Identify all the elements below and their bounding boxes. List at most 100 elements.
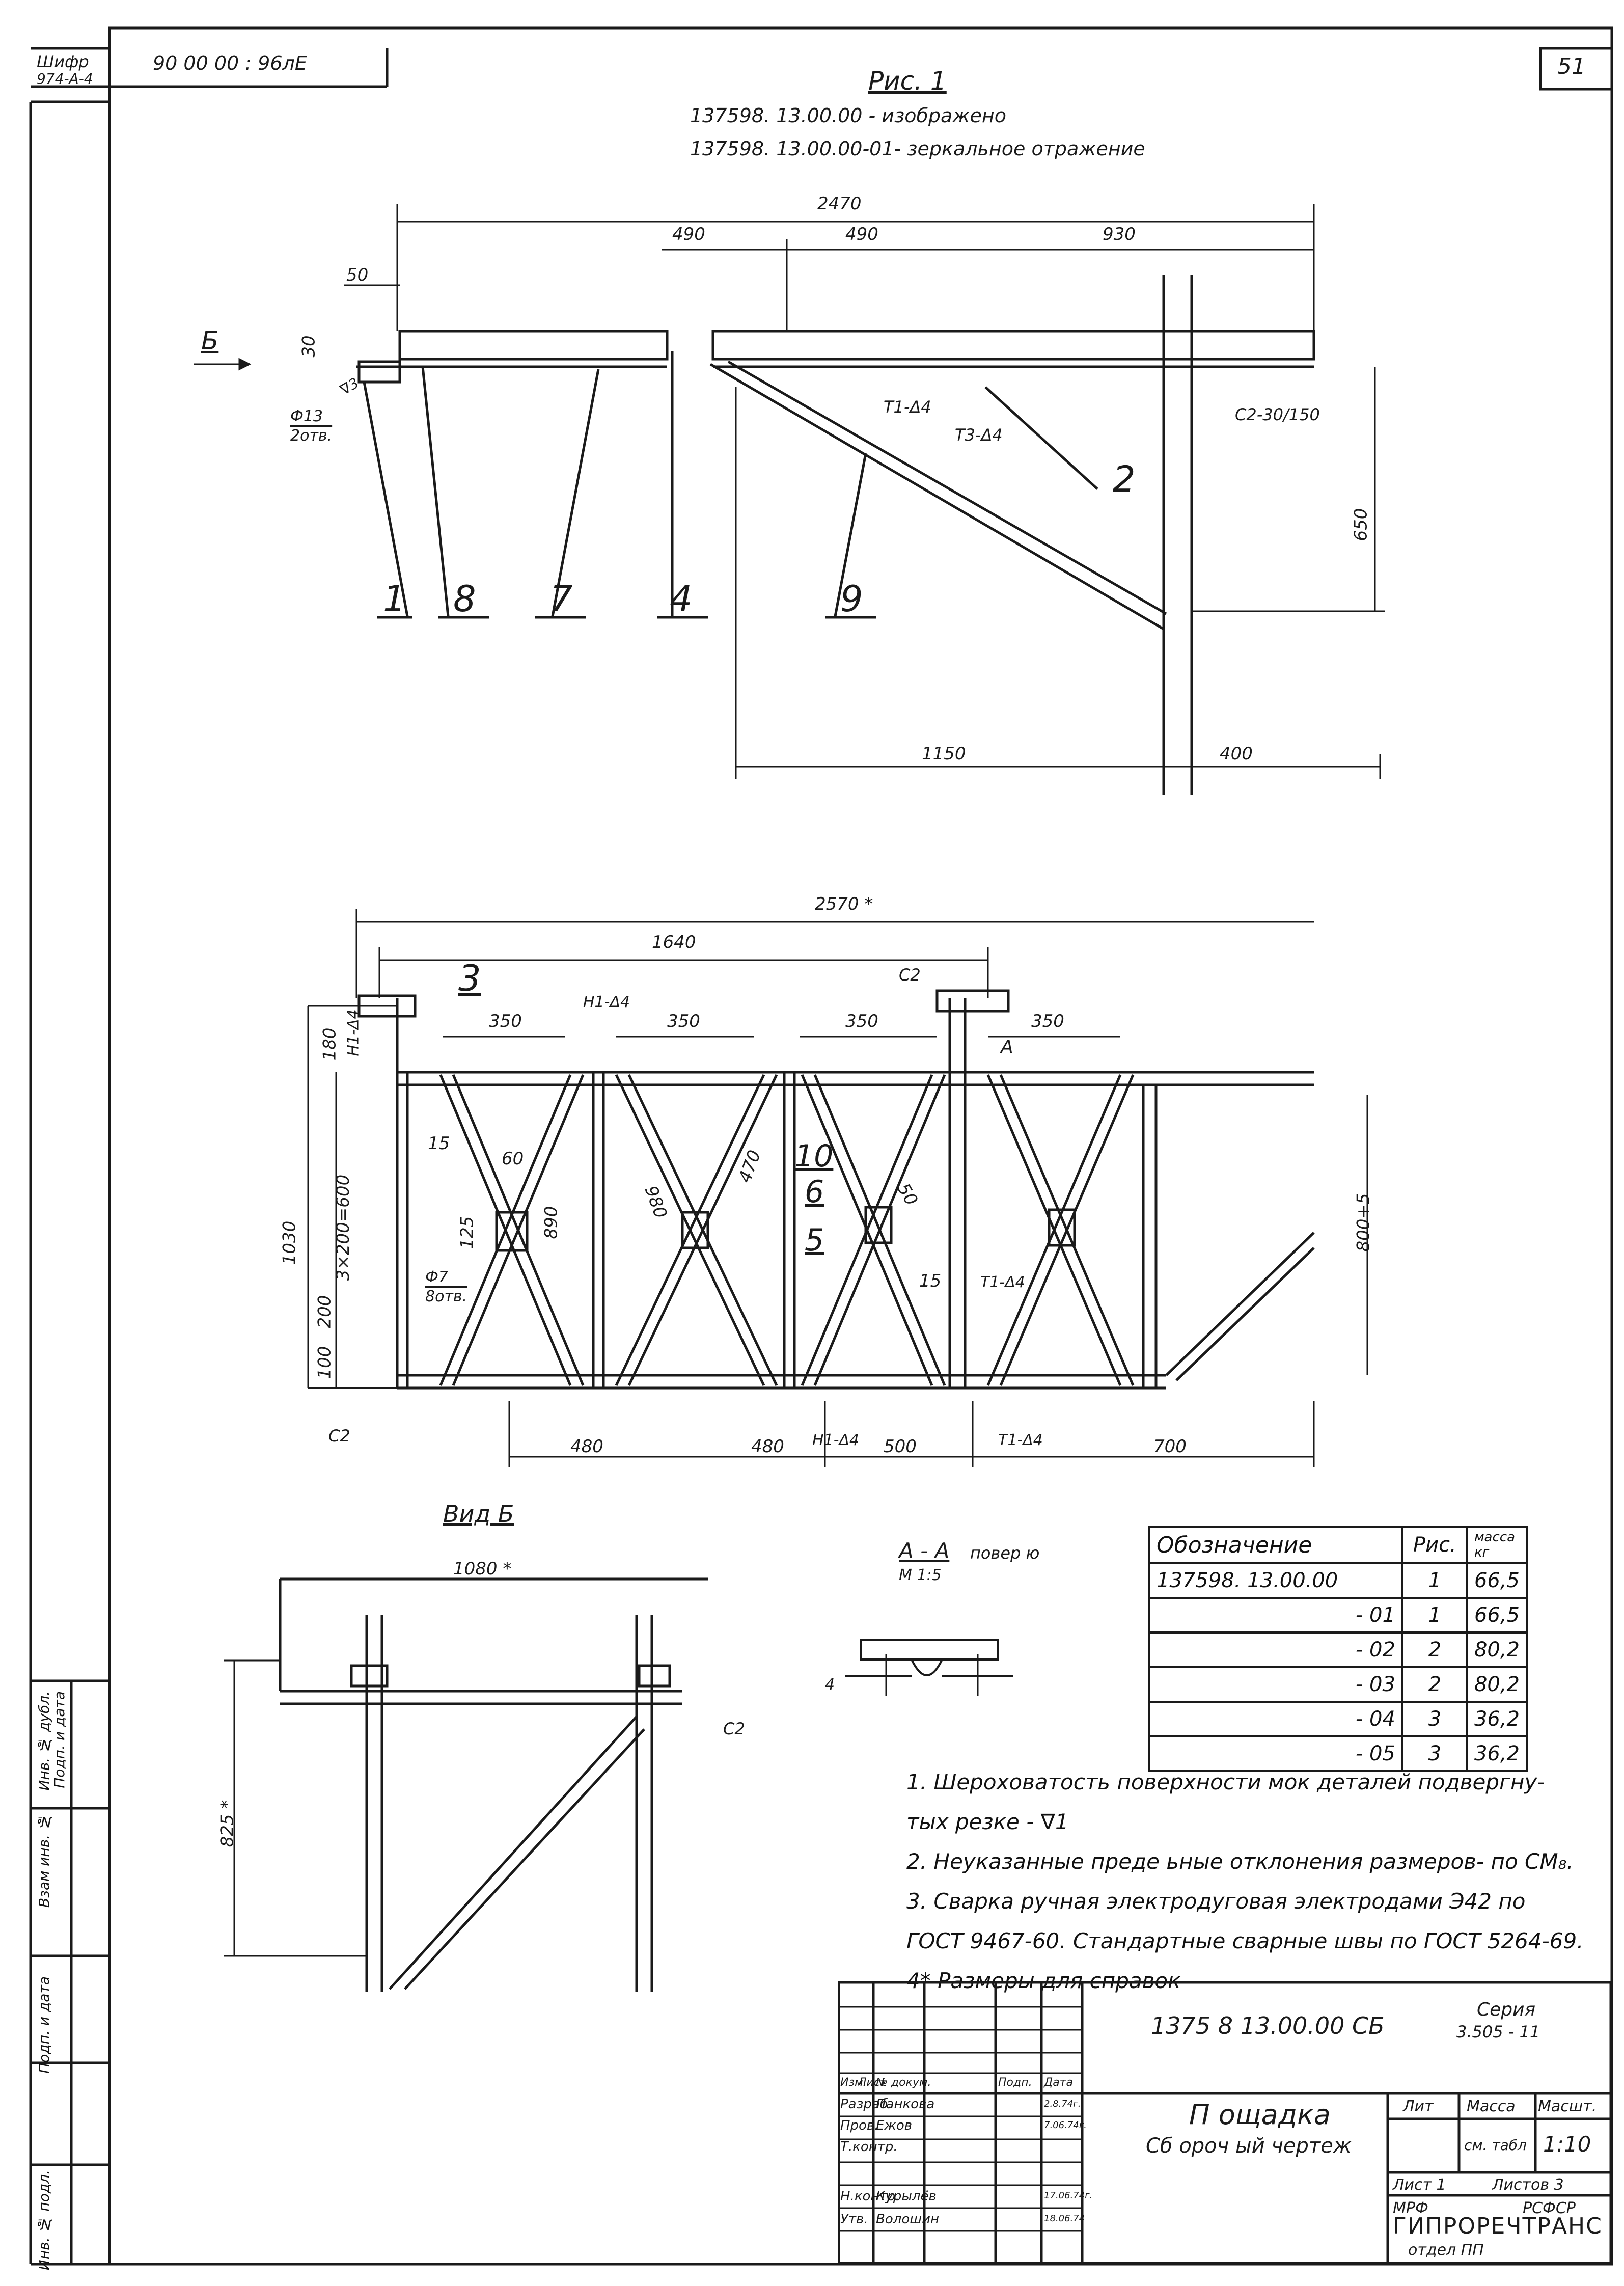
spec-header-fig: Рис. [1401,1526,1468,1564]
lit-label: Лит [1403,2098,1434,2115]
dim-60: 60 [502,1149,524,1169]
tb-role: Т.контр. [840,2139,898,2155]
tb-role: Н.контр. [840,2189,900,2204]
weld-h1-d4-bottom: Н1-Δ4 [812,1431,860,1449]
dim-350-b: 350 [667,1011,700,1031]
tb-col-sign: Подп. [998,2076,1032,2089]
dim-50: 50 [346,265,369,285]
dim-490-a: 490 [672,224,705,244]
spec-mass: 80,2 [1466,1666,1528,1703]
note-line: 1. Шероховатость поверхности мок деталей… [906,1770,1545,1794]
side-sign-date-2: Подп. и дата [51,1691,68,1788]
callout-8: 8 [453,578,476,620]
tb-col-izm: Изм. [840,2076,867,2089]
side-inv-podl: Инв. № подл. [36,2170,52,2271]
spec-designation: - 05 [1148,1735,1403,1772]
callout-7: 7 [550,578,573,620]
dim-890: 890 [541,1206,562,1239]
dim-200: 200 [314,1295,335,1328]
spec-mass: 36,2 [1466,1701,1528,1737]
org-department: отдел ПП [1408,2241,1484,2259]
dim-930: 930 [1103,224,1136,244]
table-row: - 05 3 36,2 [1148,1735,1528,1772]
dim-500: 500 [884,1436,917,1457]
spec-designation: - 04 [1148,1701,1403,1737]
dim-1030: 1030 [279,1220,300,1265]
dim-2470: 2470 [817,194,862,214]
tb-date: 2.8.74г. [1044,2099,1081,2109]
dim-15-b: 15 [919,1271,942,1291]
callout-9: 9 [840,578,863,620]
weld-h1-d4-b: Н1-Δ4 [583,993,630,1011]
section-aa-dim: 4 [825,1676,835,1694]
callout-3: 3 [458,958,481,999]
dim-125: 125 [457,1216,478,1249]
tb-col-doc: № докум. [876,2076,931,2089]
callout-6: 6 [805,1174,824,1210]
sheet-number: 51 [1557,53,1586,79]
series-label: Серия [1477,1999,1536,2020]
note-line: 3. Сварка ручная электродуговая электрод… [906,1889,1526,1914]
tb-role: Утв. [840,2212,868,2227]
dim-700: 700 [1153,1436,1187,1457]
spec-mass: 66,5 [1466,1597,1528,1634]
spec-fig: 2 [1401,1666,1468,1703]
figure-line-2: 137598. 13.00.00-01- зеркальное отражени… [690,138,1145,160]
dim-1080: 1080 * [453,1559,512,1579]
table-row: - 03 2 80,2 [1148,1666,1528,1703]
weld-h1-d4-a: Н1-Δ4 [344,1009,363,1056]
tb-date: 7.06.74г. [1044,2120,1087,2131]
view-b-title: Вид Б [443,1500,514,1528]
org-institute: ГИПРОРЕЧТРАНС [1393,2213,1603,2239]
figure-title: Рис. 1 [868,66,947,96]
callout-10: 10 [794,1138,834,1174]
weld-t1-d4: Т1-Δ4 [884,397,931,417]
dim-1640: 1640 [652,932,696,953]
spec-designation: 137598. 13.00.00 [1148,1562,1403,1599]
dim-480-b: 480 [751,1436,784,1457]
callout-1: 1 [383,578,406,620]
org-ministry: МРФ [1393,2199,1428,2217]
weld-t1-d4-bottom: Т1-Δ4 [998,1431,1043,1449]
mirrored-stamp: 90 00 00 : 96лЕ [153,52,307,74]
weld-t3-d4: Т3-Δ4 [955,425,1003,445]
side-inv-dubl: Инв. № дубл. [36,1691,52,1791]
mass-label: Масса [1467,2098,1516,2115]
spec-fig: 1 [1401,1562,1468,1599]
sheet-label: Лист 1 [1393,2176,1446,2194]
note-line: тых резке - ∇1 [906,1809,1069,1834]
hole-d13: Ф13 [290,407,323,425]
table-row: - 01 1 66,5 [1148,1597,1528,1634]
section-mark-a: А [1001,1037,1013,1057]
section-aa-subtitle: повер ю [970,1543,1040,1563]
table-row: 137598. 13.00.00 1 66,5 [1148,1562,1528,1599]
note-line: 4* Размеры для справок [906,1968,1181,1993]
dim-350-d: 350 [1031,1011,1064,1031]
spec-designation: - 01 [1148,1597,1403,1634]
tb-person: Ежов [876,2118,913,2133]
weld-c2-top: С2 [899,965,921,985]
technical-notes: 1. Шероховатость поверхности мок деталей… [906,1762,1584,2001]
figure-line-1: 137598. 13.00.00 - изображено [690,104,1007,127]
scale-value: 1:10 [1543,2132,1591,2157]
spec-mass: 36,2 [1466,1735,1528,1772]
section-aa-scale: М 1:5 [899,1566,942,1584]
tb-person: Панкова [876,2097,935,2112]
callout-4: 4 [670,578,693,620]
table-row: - 04 3 36,2 [1148,1701,1528,1737]
tb-date: 17.06.74г. [1044,2190,1093,2201]
tb-person: Курылёв [876,2189,937,2204]
spec-designation: - 02 [1148,1631,1403,1668]
spec-fig: 1 [1401,1597,1468,1634]
dim-100: 100 [314,1346,335,1379]
dim-1150: 1150 [922,744,966,764]
weld-c2-view-b: С2 [723,1719,745,1738]
spec-fig: 2 [1401,1631,1468,1668]
doc-code: 1375 8 13.00.00 СБ [1151,2012,1385,2039]
table-row: - 02 2 80,2 [1148,1631,1528,1668]
tb-role: Разраб. [840,2097,893,2112]
dim-3x200: 3×200=600 [333,1174,354,1281]
spec-mass: 80,2 [1466,1631,1528,1668]
spec-fig: 3 [1401,1701,1468,1737]
